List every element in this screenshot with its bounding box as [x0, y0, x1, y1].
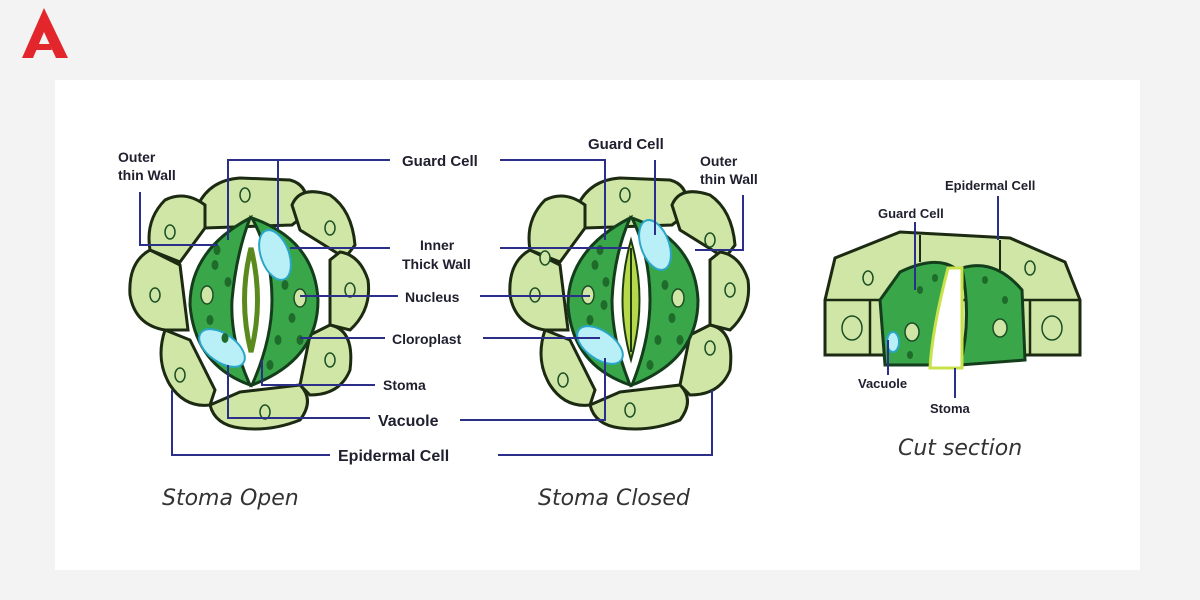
nucleus-closed-right [671, 288, 685, 308]
label-cut-epidermal-cell: Epidermal Cell [945, 178, 1035, 193]
vacuole-open-top [258, 229, 292, 281]
label-outer-thin-wall-right-1: Outer [700, 153, 738, 169]
label-outer-thin-wall-left-2: thin Wall [118, 167, 176, 183]
chloroplasts-open [206, 245, 304, 370]
label-vacuole: Vacuole [378, 413, 439, 430]
label-cut-stoma: Stoma [930, 401, 971, 416]
leader-lines [139, 159, 999, 456]
vacuole-closed-top [638, 219, 672, 271]
caption-stoma-closed: Stoma Closed [538, 486, 691, 511]
label-stoma: Stoma [383, 377, 426, 393]
label-cloroplast: Cloroplast [392, 331, 462, 347]
a-letter-logo-icon [22, 8, 68, 58]
label-guard-cell-open: Guard Cell [402, 153, 478, 170]
vacuole-closed-bottom [576, 325, 624, 365]
label-nucleus: Nucleus [405, 289, 460, 305]
caption-stoma-open: Stoma Open [162, 486, 299, 511]
label-outer-thin-wall-left-1: Outer [118, 149, 156, 165]
chloroplasts-closed [586, 245, 684, 370]
label-guard-cell-closed: Guard Cell [588, 136, 664, 153]
nucleus-open-right [293, 288, 307, 308]
label-cut-vacuole: Vacuole [858, 376, 907, 391]
epidermal-cells-open [128, 176, 371, 431]
cut-stoma-pore [928, 266, 964, 370]
vacuole-open-bottom [198, 328, 246, 368]
cut-epidermal-nucleus-left [841, 315, 863, 341]
label-inner-thick-wall-1: Inner [420, 237, 455, 253]
cut-section-figure [823, 230, 1082, 370]
stoma-pore-open [242, 247, 260, 353]
stoma-open-figure [128, 176, 371, 431]
cut-guard-cell-right [958, 264, 1027, 367]
label-outer-thin-wall-right-2: thin Wall [700, 171, 758, 187]
label-cut-guard-cell: Guard Cell [878, 206, 944, 221]
cut-epidermal-nucleus-right [1041, 315, 1063, 341]
caption-cut-section: Cut section [898, 436, 1022, 461]
label-epidermal-cell: Epidermal Cell [338, 448, 449, 465]
nucleus-open-left [200, 285, 214, 305]
label-inner-thick-wall-2: Thick Wall [402, 256, 471, 272]
